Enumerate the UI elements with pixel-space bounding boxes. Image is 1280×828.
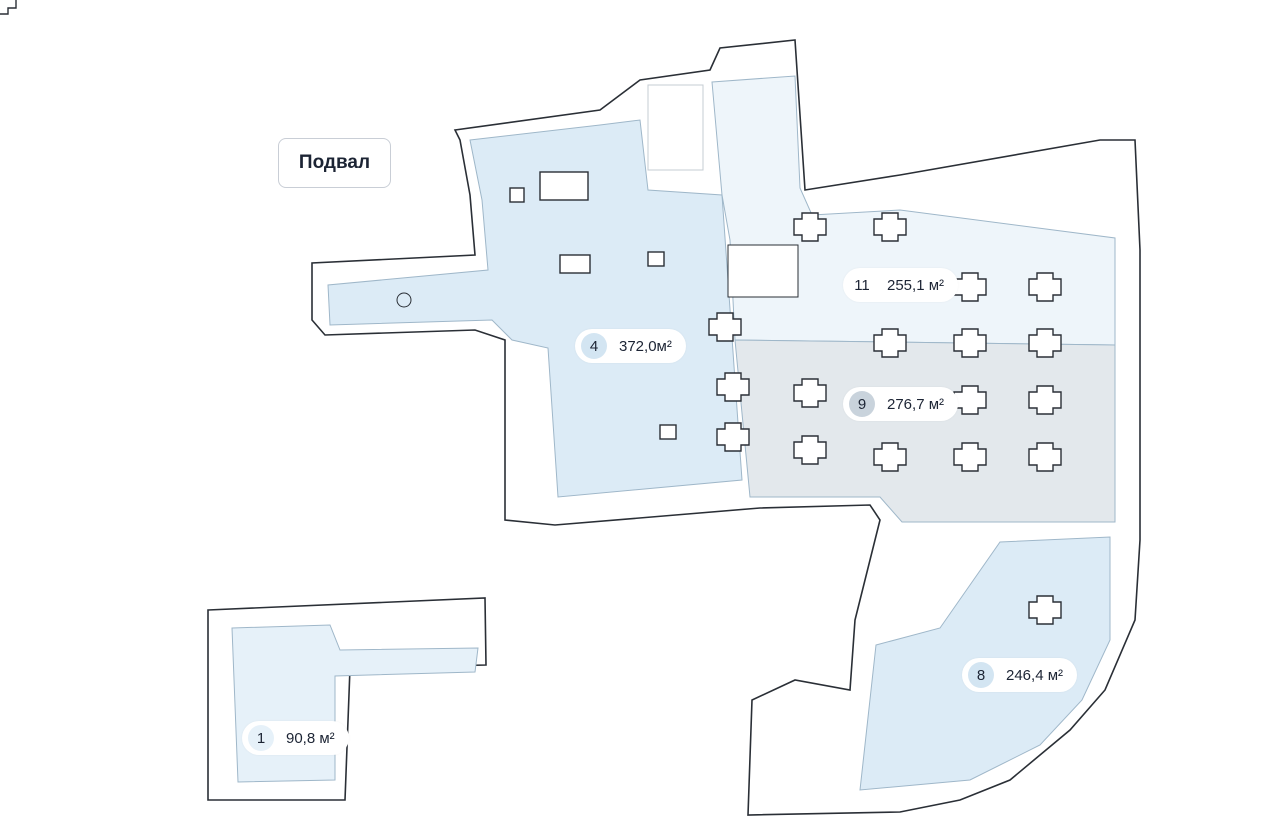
room-tag-1[interactable]: 1 90,8 м² — [242, 721, 349, 755]
room-area: 372,0м² — [619, 337, 672, 355]
staircase — [727, 244, 799, 298]
room-area: 90,8 м² — [286, 729, 335, 747]
room-number: 4 — [581, 333, 607, 359]
room-number: 8 — [968, 662, 994, 688]
room-number: 1 — [248, 725, 274, 751]
room-11-area[interactable] — [711, 75, 1116, 346]
room-area: 246,4 м² — [1006, 666, 1064, 684]
room-tag-9[interactable]: 9 276,7 м² — [843, 387, 959, 421]
courtyard — [647, 84, 704, 171]
pillars — [0, 0, 1062, 625]
room-tag-8[interactable]: 8 246,4 м² — [962, 658, 1078, 692]
room-tag-11[interactable]: 11 255,1 м² — [843, 268, 959, 302]
room-9-area[interactable] — [734, 339, 1116, 523]
column-symbol-icon — [396, 292, 412, 308]
room-1-area[interactable] — [231, 624, 479, 783]
room-number: 9 — [849, 391, 875, 417]
room-area: 255,1 м² — [887, 276, 945, 294]
room-area: 276,7 м² — [887, 395, 945, 413]
floor-level-label[interactable]: Подвал — [278, 138, 391, 188]
room-4-area[interactable] — [327, 119, 743, 498]
room-tag-4[interactable]: 4 372,0м² — [575, 329, 686, 363]
room-number: 11 — [854, 276, 870, 294]
